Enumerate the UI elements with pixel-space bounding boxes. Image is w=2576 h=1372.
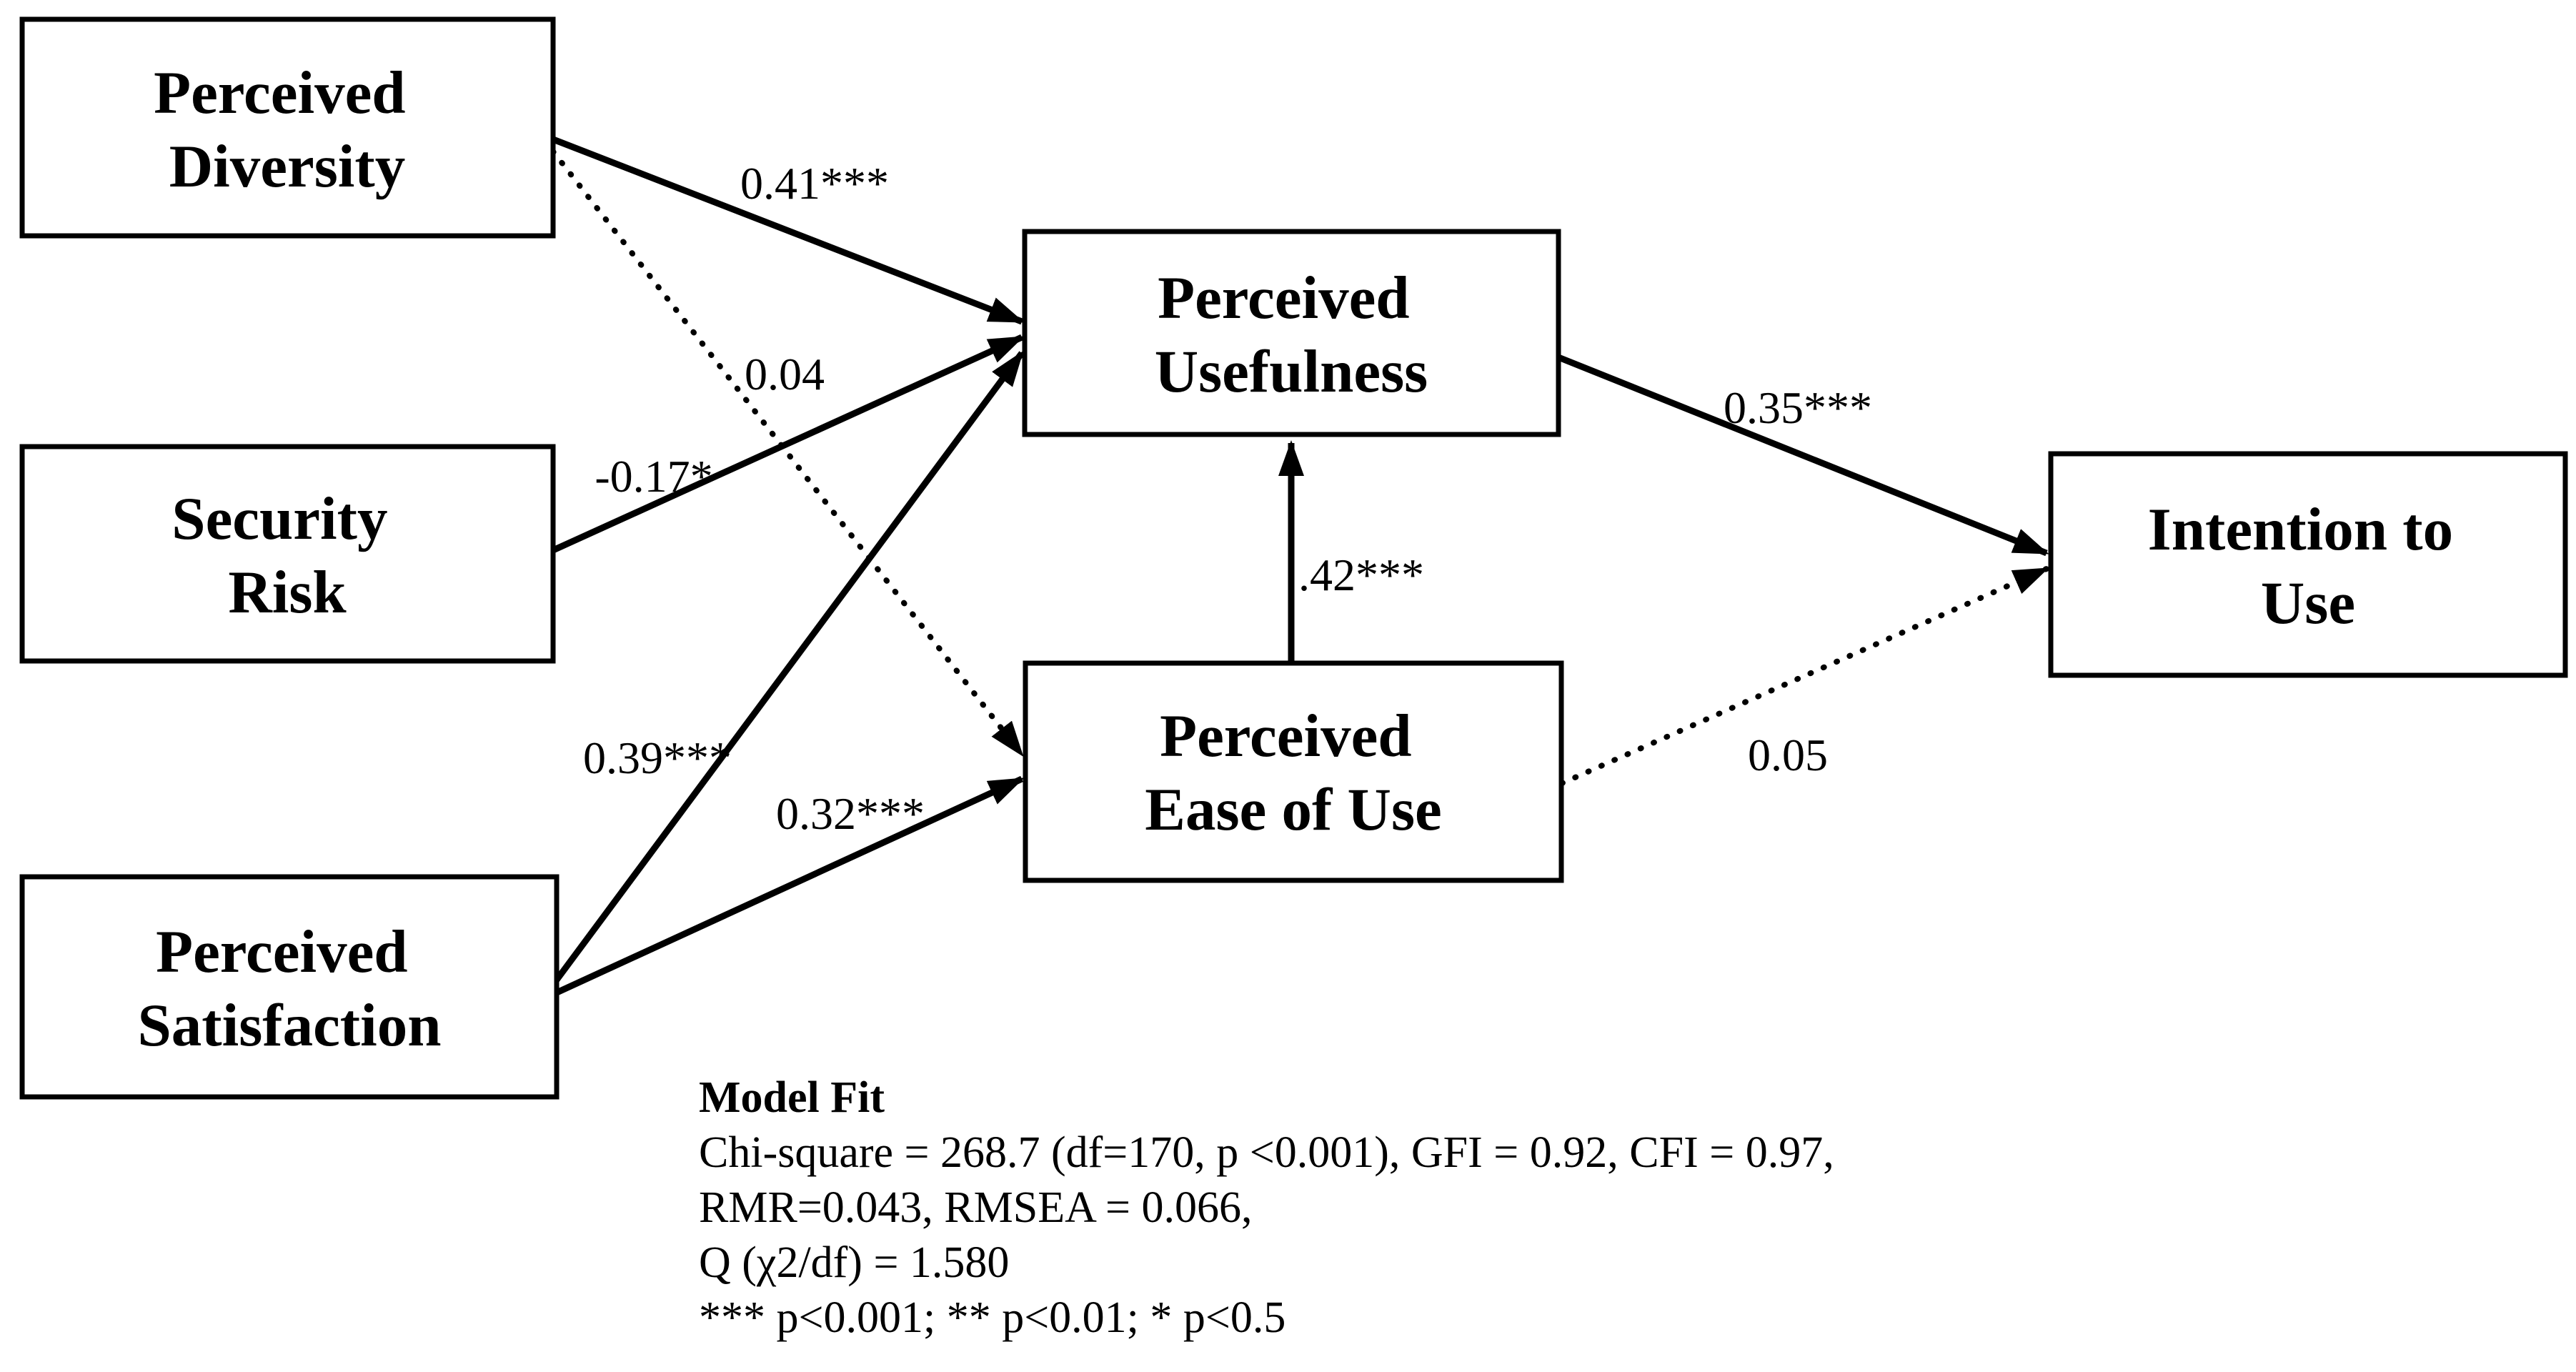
model-fit-line-chisquare: Chi-square = 268.7 (df=170, p <0.001), G… <box>699 1128 1834 1177</box>
edge-pd-to-peou: 0.04 <box>550 149 1025 757</box>
edge-pu-to-itu-coefficient: 0.35*** <box>1724 382 1872 433</box>
edge-sr-to-pu-line <box>552 334 1025 554</box>
node-perceived-diversity: Perceived Diversity <box>19 16 556 239</box>
node-perceived-satisfaction: Perceived Satisfaction <box>19 874 560 1100</box>
model-fit-title: Model Fit <box>699 1073 885 1122</box>
perceived-usefulness-box <box>1022 229 1561 437</box>
edge-pd-to-pu-line <box>552 136 1025 325</box>
perceived-ease-of-use-box <box>1023 660 1564 883</box>
perceived-usefulness-label: Perceived Usefulness <box>1155 264 1428 405</box>
edge-pd-to-pu: 0.41*** <box>552 136 1025 325</box>
security-risk-box <box>19 444 556 664</box>
node-perceived-usefulness: Perceived Usefulness <box>1022 229 1561 437</box>
edge-pu-to-itu: 0.35*** <box>1557 354 2049 557</box>
edge-pd-to-peou-line <box>550 149 1025 757</box>
node-perceived-ease-of-use: Perceived Ease of Use <box>1023 660 1564 883</box>
perceived-ease-of-use-label: Perceived Ease of Use <box>1145 702 1442 843</box>
model-fit-line-q: Q (χ2/df) = 1.580 <box>699 1238 1009 1287</box>
edge-pu-to-itu-line <box>1557 354 2049 557</box>
edge-peou-to-itu-coefficient: 0.05 <box>1748 730 1828 780</box>
edge-pd-to-pu-coefficient: 0.41*** <box>740 158 889 209</box>
intention-to-use-box <box>2048 451 2568 678</box>
edge-peou-to-itu: 0.05 <box>1559 566 2049 786</box>
edge-ps-to-peou: 0.32*** <box>554 775 1025 997</box>
edge-ps-to-peou-line <box>554 775 1025 997</box>
node-security-risk: Security Risk <box>19 444 556 664</box>
edge-peou-to-pu-coefficient: .42*** <box>1298 550 1424 600</box>
edge-pd-to-peou-coefficient: 0.04 <box>745 349 825 399</box>
node-intention-to-use: Intention to Use <box>2048 451 2568 678</box>
edge-ps-to-pu-line <box>552 350 1025 984</box>
edge-peou-to-pu: .42*** <box>1278 440 1424 662</box>
perceived-satisfaction-box <box>19 874 560 1100</box>
perceived-diversity-label: Perceived Diversity <box>154 59 421 200</box>
intention-to-use-label: Intention to Use <box>2148 496 2469 637</box>
perceived-diversity-box <box>19 16 556 239</box>
edge-sr-to-pu-coefficient: -0.17* <box>595 451 712 502</box>
model-fit-line-rmr-rmsea: RMR=0.043, RMSEA = 0.066, <box>699 1183 1252 1232</box>
model-fit-block: Model Fit Chi-square = 268.7 (df=170, p … <box>699 1073 1834 1342</box>
edge-ps-to-pu-coefficient: 0.39*** <box>583 732 732 783</box>
edge-peou-to-itu-line <box>1559 566 2049 786</box>
edge-ps-to-peou-coefficient: 0.32*** <box>776 788 925 839</box>
security-risk-label: Security Risk <box>171 485 402 626</box>
edge-ps-to-pu: 0.39*** <box>552 350 1025 984</box>
edge-sr-to-pu: -0.17* <box>552 334 1025 554</box>
perceived-satisfaction-label: Perceived Satisfaction <box>138 918 442 1059</box>
model-fit-line-significance: *** p<0.001; ** p<0.01; * p<0.5 <box>699 1293 1285 1342</box>
